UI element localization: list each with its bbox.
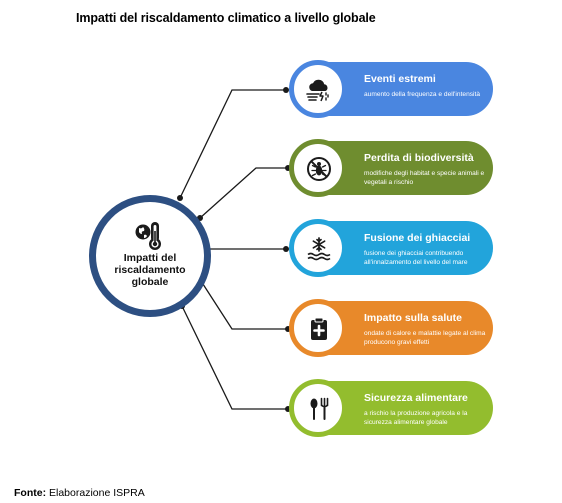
impact-card-perdita-biodiversita: Perdita di biodiversità modifiche degli … bbox=[289, 139, 493, 197]
impact-card-fusione-ghiacciai: Fusione dei ghiacciai fusione dei ghiacc… bbox=[289, 219, 493, 277]
impact-card-impatto-salute: Impatto sulla salute ondate di calore e … bbox=[289, 299, 493, 357]
impact-card-sicurezza-alimentare: Sicurezza alimentare a rischio la produz… bbox=[289, 379, 493, 437]
connector-5 bbox=[181, 305, 288, 410]
icon-badge bbox=[289, 379, 347, 437]
connector-dot bbox=[177, 195, 183, 201]
no-bug-icon bbox=[307, 157, 331, 181]
card-description: ondate di calore e malattie legate al cl… bbox=[364, 330, 486, 346]
card-title: Perdita di biodiversità bbox=[364, 152, 474, 164]
impact-card-eventi-estremi: Eventi estremi aumento della frequenza e… bbox=[289, 60, 493, 118]
connector-dot bbox=[283, 246, 289, 252]
source-label: Fonte: bbox=[14, 487, 47, 499]
card-description: a rischio la produzione agricola e la si… bbox=[364, 410, 468, 426]
connector-2 bbox=[199, 167, 288, 219]
card-description: fusione dei ghiacciai contribuendo all'i… bbox=[364, 250, 468, 266]
card-title: Impatto sulla salute bbox=[364, 312, 463, 324]
card-description: aumento della frequenza e dell'intensità bbox=[364, 91, 480, 98]
hub-label-line: Impatti del bbox=[123, 252, 177, 264]
icon-badge bbox=[289, 299, 347, 357]
fork-spoon-icon bbox=[310, 397, 329, 420]
source-text: Elaborazione ISPRA bbox=[49, 487, 145, 499]
card-description: modifiche degli habitat e specie animali… bbox=[364, 170, 485, 186]
card-title: Sicurezza alimentare bbox=[364, 392, 468, 404]
globe-thermometer-icon bbox=[135, 222, 161, 250]
connector-dot bbox=[283, 87, 289, 93]
connector-1 bbox=[179, 89, 286, 199]
hub-label: Impatti del riscaldamento globale bbox=[96, 252, 204, 288]
icon-badge bbox=[289, 60, 347, 118]
central-hub: Impatti del riscaldamento globale bbox=[89, 195, 211, 317]
icon-badge bbox=[289, 219, 347, 277]
source-note: Fonte: Elaborazione ISPRA bbox=[14, 487, 145, 499]
hub-label-line: globale bbox=[131, 276, 169, 288]
connector-4 bbox=[200, 280, 288, 330]
page-title: Impatti del riscaldamento climatico a li… bbox=[76, 11, 376, 25]
storm-cloud-icon bbox=[306, 79, 329, 102]
medical-clipboard-icon bbox=[311, 317, 327, 340]
snowflake-waves-icon bbox=[307, 237, 331, 261]
card-title: Eventi estremi bbox=[364, 73, 436, 85]
hub-label-line: riscaldamento bbox=[114, 264, 186, 276]
icon-badge bbox=[289, 139, 347, 197]
card-title: Fusione dei ghiacciai bbox=[364, 232, 471, 244]
